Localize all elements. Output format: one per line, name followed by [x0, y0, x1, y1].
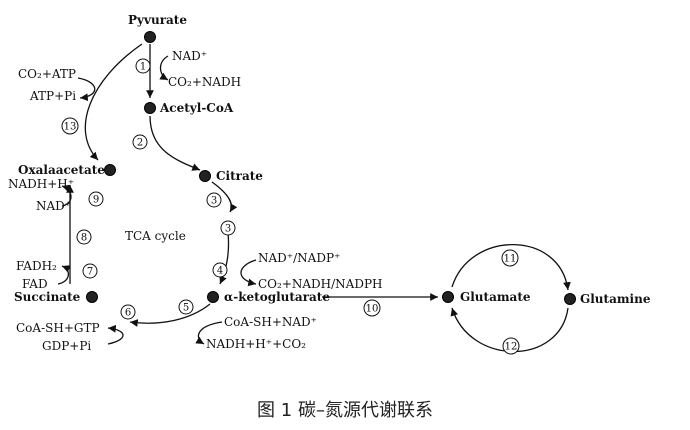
label-nad-2: NAD⁺: [36, 199, 71, 213]
step-9: 9: [88, 191, 104, 207]
node-glutamine: [564, 293, 576, 305]
label-nad: NAD⁺: [172, 49, 207, 63]
label-fad: FAD: [22, 277, 48, 291]
step-3b: 3: [220, 220, 236, 236]
label-co2-nadh-nadph: CO₂+NADH/NADPH: [258, 277, 383, 291]
node-glutamate: [442, 291, 454, 303]
arrow-co2atp-to-atppi: [77, 77, 96, 102]
svg-text:13: 13: [64, 122, 77, 133]
arrow-citrate-to-isocitrate: [211, 181, 238, 213]
node-pyruvate: [144, 31, 156, 43]
label-tca-cycle: TCA cycle: [125, 229, 186, 243]
svg-text:6: 6: [125, 308, 131, 319]
arrow-gdp-to-coashgtp: [107, 324, 124, 345]
svg-text:2: 2: [137, 138, 143, 149]
node-acetylcoa: [144, 102, 156, 114]
label-glutamate: Glutamate: [460, 290, 531, 304]
svg-text:1: 1: [140, 62, 146, 73]
node-akg: [207, 291, 219, 303]
svg-text:3: 3: [211, 196, 217, 207]
label-co2-nadh: CO₂+NADH: [168, 75, 241, 89]
step-12: 12: [502, 337, 520, 355]
svg-text:10: 10: [366, 304, 379, 315]
label-acetylcoa: Acetyl-CoA: [159, 101, 234, 115]
label-fadh2: FADH₂: [16, 259, 57, 273]
step-4: 4: [212, 262, 228, 278]
figure-caption: 图 1 碳–氮源代谢联系: [257, 400, 433, 421]
arrow-nad-to-co2nadph: [240, 259, 257, 287]
step-1: 1: [135, 58, 151, 74]
svg-text:3: 3: [225, 224, 231, 235]
svg-text:5: 5: [183, 303, 189, 314]
arrow-fad-to-fadh2: [57, 265, 71, 285]
label-oxalaacetate: Oxalaacetate: [18, 163, 105, 177]
svg-text:11: 11: [504, 254, 517, 265]
step-6: 6: [120, 304, 136, 320]
step-13: 13: [61, 117, 79, 135]
label-pyruvate: Pyvurate: [128, 13, 187, 27]
node-citrate: [199, 170, 211, 182]
step-2: 2: [132, 134, 148, 150]
label-succinate: Succinate: [14, 290, 81, 304]
label-nad-nadp: NAD⁺/NADP⁺: [258, 251, 340, 265]
label-coash-gtp: CoA-SH+GTP: [16, 321, 100, 335]
arrow-acetylcoa-to-citrate: [149, 115, 201, 171]
svg-text:8: 8: [81, 233, 87, 244]
svg-text:7: 7: [87, 267, 93, 278]
label-atp-pi: ATP+Pi: [29, 89, 76, 103]
arrow-glutamate-to-glutamine: [451, 244, 571, 291]
arrow-akg-to-succinate: [129, 303, 211, 327]
arrow-nad-to-nadh: [61, 184, 72, 207]
svg-text:4: 4: [217, 266, 223, 277]
node-oxalaacetate: [104, 164, 116, 176]
label-nadh-h: NADH+H⁺: [8, 177, 74, 191]
label-citrate: Citrate: [216, 169, 263, 183]
step-7: 7: [82, 263, 98, 279]
arrow-pyruvate-to-oxalaacetate: [84, 43, 143, 161]
step-3a: 3: [206, 192, 222, 208]
step-5: 5: [178, 299, 194, 315]
node-succinate: [86, 291, 98, 303]
label-akg: α-ketoglutarate: [224, 290, 330, 304]
step-10: 10: [363, 299, 381, 317]
svg-text:12: 12: [505, 342, 518, 353]
svg-text:9: 9: [93, 195, 99, 206]
arrow-coash-to-nadh: [195, 321, 223, 345]
label-coash-nad: CoA-SH+NAD⁺: [224, 315, 317, 329]
step-8: 8: [76, 229, 92, 245]
step-11: 11: [501, 249, 519, 267]
arrow-nad-to-co2nadh: [159, 55, 169, 81]
arrow-isocitrate-to-akg: [219, 231, 230, 285]
label-nadh-h-co2: NADH+H⁺+CO₂: [206, 337, 306, 351]
label-glutamine: Glutamine: [580, 292, 651, 306]
label-co2-atp: CO₂+ATP: [18, 67, 76, 81]
label-gdp-pi: GDP+Pi: [42, 339, 91, 353]
